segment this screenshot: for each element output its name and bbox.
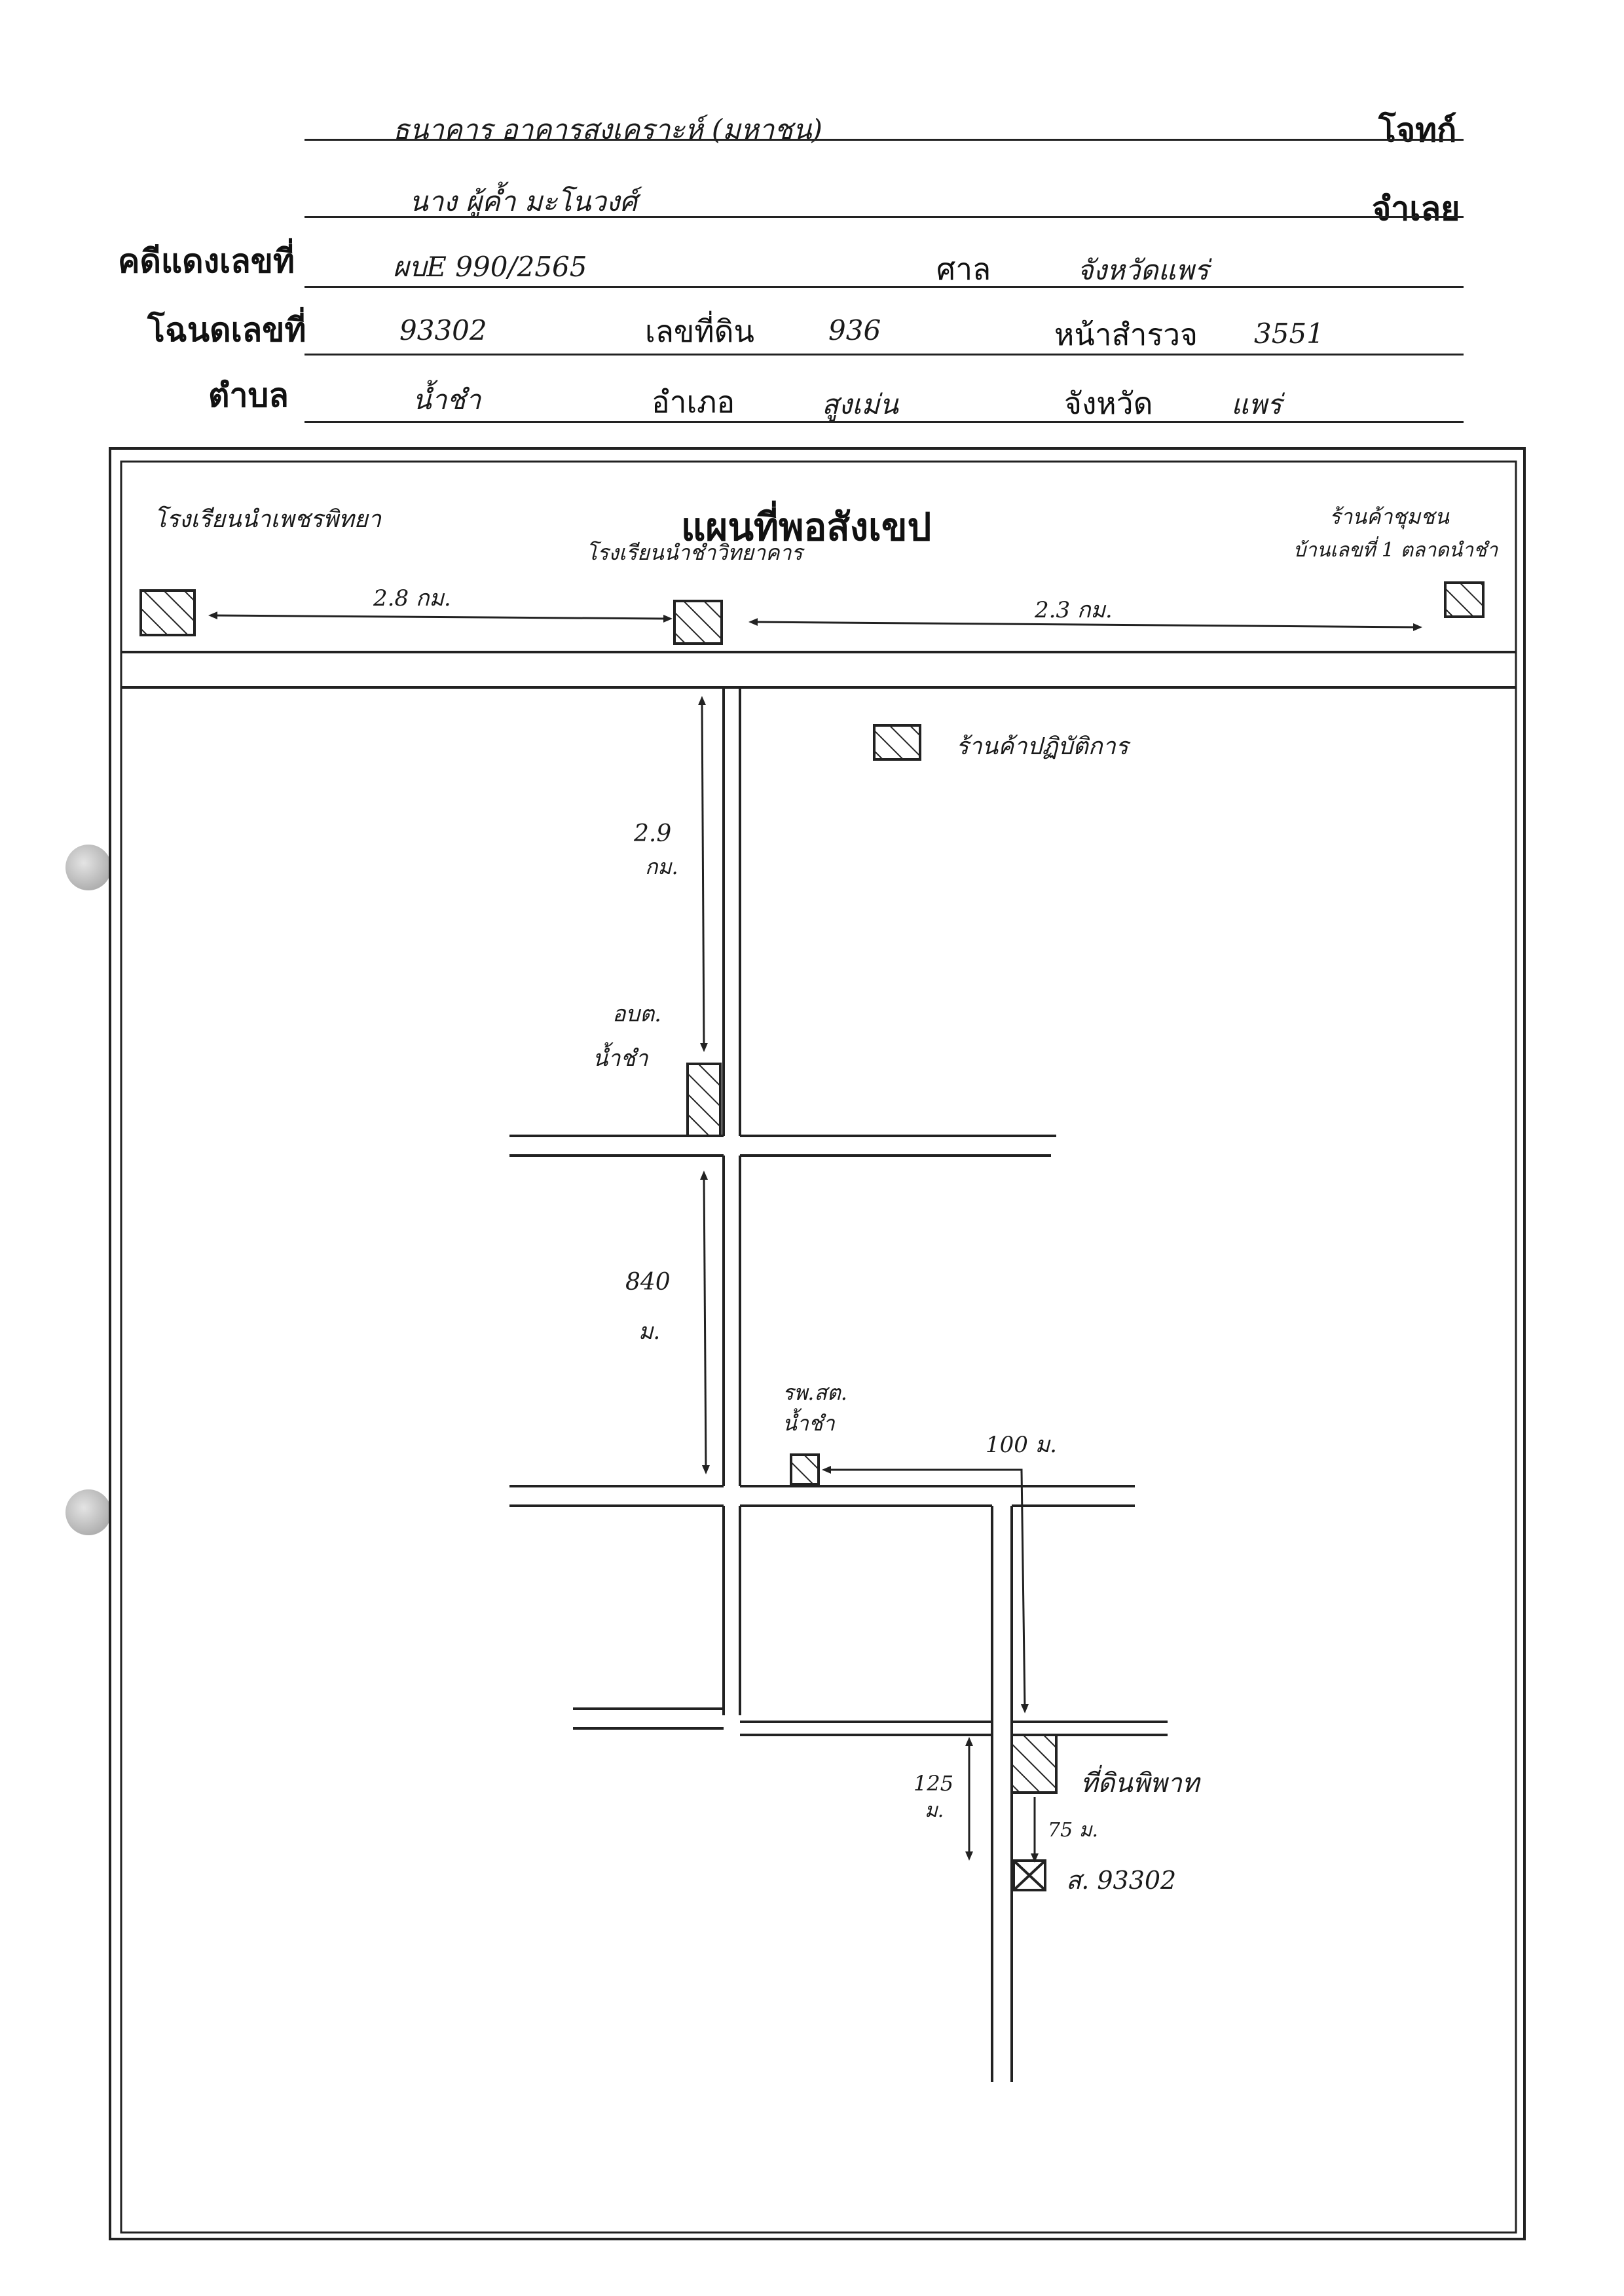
case-no-underline [304, 286, 1464, 288]
landmark-box-top-center [673, 600, 723, 645]
landmark-office-label-2: น้ำชำ [593, 1042, 648, 1072]
distance-vertical-mid-2: ม. [638, 1319, 660, 1345]
distance-horizontal-mid: 100 ม. [986, 1432, 1057, 1458]
deed-no-value: 93302 [399, 314, 487, 346]
arrow-horizontal-mid [822, 1466, 1023, 1474]
arrow-top-left [208, 611, 673, 623]
landmark-top-right-label-2: บ้านเลขที่ 1 ตลาดนำชำ [1293, 536, 1498, 562]
landmark-top-right-label-1: ร้านค้าชุมชน [1329, 504, 1450, 530]
arrow-vertical-top [698, 696, 708, 1052]
landmark-property-label: ที่ดินพิพาท [1080, 1764, 1201, 1798]
subdistrict-label: ตำบล [208, 376, 289, 414]
punch-hole-bottom [65, 1489, 111, 1535]
location-underline [304, 421, 1464, 423]
landmark-health-label-1: รพ.สต. [783, 1380, 847, 1405]
landmark-box-property [1010, 1734, 1058, 1794]
deed-no-underline [304, 354, 1464, 355]
landmark-health-label-2: น้ำชำ [783, 1408, 836, 1436]
court-value: จังหวัดแพร่ [1077, 254, 1209, 286]
landmark-box-temple [873, 724, 921, 761]
subdistrict-value: น้ำชำ [413, 384, 481, 416]
deed-no-label: โฉนดเลขที่ [147, 311, 306, 349]
landmark-top-left-label: โรงเรียนนำเพชรพิทยา [154, 505, 382, 533]
distance-top-right: 2.3 กม. [1034, 597, 1113, 623]
arrow-down-to-property [1020, 1469, 1029, 1713]
plaintiff-underline [304, 139, 1464, 141]
landmark-box-health [790, 1453, 820, 1485]
province-label: จังหวัด [1064, 386, 1153, 421]
distance-vertical-top-1: 2.9 [633, 820, 671, 847]
distance-vertical-mid-1: 840 [625, 1269, 671, 1296]
district-label: อำเภอ [652, 384, 735, 420]
landmark-temple-label: ร้านค้าปฏิบัติการ [956, 733, 1132, 760]
court-label: ศาล [936, 251, 991, 287]
case-no-label: คดีแดงเลขที่ [118, 242, 295, 280]
land-no-label: เลขที่ดิน [645, 314, 754, 349]
map-frame-inner [120, 460, 1517, 2234]
target-parcel-label: ส. 93302 [1066, 1866, 1176, 1895]
plaintiff-label: โจทก์ [1378, 111, 1457, 149]
distance-vertical-low-2: ม. [925, 1799, 944, 1822]
defendant-label: จำเลย [1372, 190, 1460, 228]
distance-vertical-low-1: 125 [913, 1771, 953, 1796]
defendant-underline [304, 216, 1464, 218]
landmark-top-center-label: โรงเรียนนำชำวิทยาคาร [586, 540, 805, 565]
survey-value: 3551 [1254, 318, 1324, 350]
target-parcel-marker [1012, 1859, 1046, 1891]
land-no-value: 936 [828, 314, 881, 346]
distance-top-left: 2.8 กม. [373, 585, 451, 611]
distance-parcel-offset: 75 ม. [1048, 1819, 1098, 1842]
case-no-value: ผบE 990/2565 [393, 251, 587, 283]
survey-label: หน้าสำรวจ [1054, 317, 1198, 352]
landmark-box-top-left [139, 589, 196, 636]
defendant-value: นาง ผู้ค้ำ มะโนวงศ์ [409, 185, 638, 217]
map-frame-outer [109, 447, 1526, 2240]
arrow-top-right [748, 618, 1422, 631]
landmark-box-office [686, 1063, 722, 1137]
punch-hole-top [65, 845, 111, 890]
district-value: สูงเม่น [822, 388, 898, 420]
landmark-office-label-1: อบต. [612, 1001, 661, 1027]
province-value: แพร่ [1231, 388, 1282, 420]
arrow-vertical-mid [700, 1171, 710, 1474]
map-title: แผนที่พอสังเขป [681, 500, 931, 549]
distance-vertical-top-2: กม. [645, 854, 678, 879]
landmark-box-top-right [1444, 581, 1485, 618]
